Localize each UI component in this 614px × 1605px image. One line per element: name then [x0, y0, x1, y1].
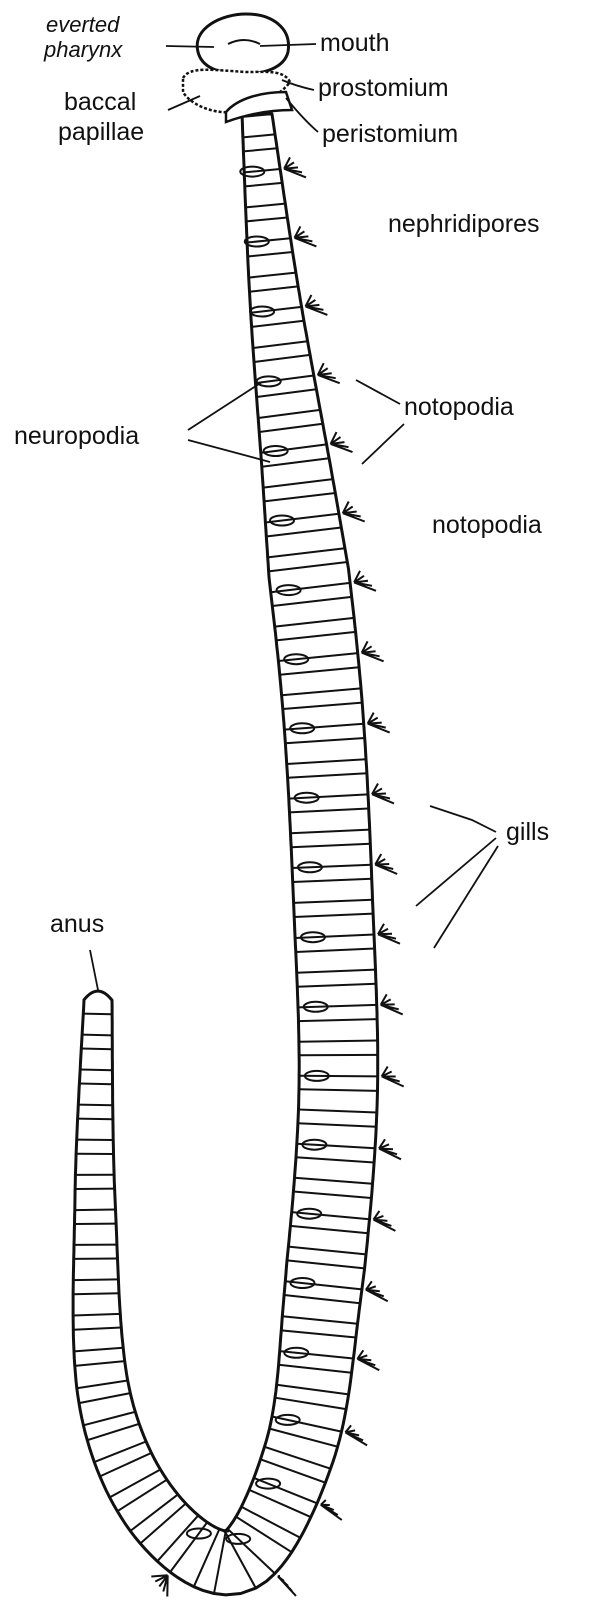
label-notopodia-2: notopodia	[432, 511, 542, 539]
segment-ring	[75, 1210, 116, 1211]
label-gills: gills	[506, 818, 549, 846]
gill-tuft	[382, 1067, 404, 1087]
gill-tuft	[306, 295, 328, 315]
segment-ring	[299, 1076, 378, 1077]
gill-tuft	[375, 854, 397, 874]
gill-tuft	[321, 1500, 342, 1520]
label-baccal: baccal	[64, 88, 136, 116]
gill-tuft	[366, 1281, 388, 1301]
segment-ring	[79, 1084, 112, 1085]
worm-body	[73, 114, 378, 1595]
label-nephridipores: nephridipores	[388, 210, 540, 238]
label-anus: anus	[50, 910, 104, 938]
leader-gills-2	[416, 838, 496, 906]
leader-gills-1	[430, 806, 496, 832]
label-peristomium: peristomium	[322, 120, 458, 148]
segment-ring	[80, 1070, 112, 1071]
leader-peristomium	[286, 98, 318, 132]
segment-ring	[82, 1035, 112, 1036]
gill-tuft	[381, 994, 403, 1014]
gill-tuft	[374, 1211, 396, 1231]
gill-tuft	[378, 924, 400, 944]
worm-head	[183, 14, 292, 122]
leader-gills-3	[434, 846, 498, 948]
label-pharynx: pharynx	[43, 37, 123, 62]
gill-tuft	[331, 432, 353, 452]
gill-tuft	[379, 1139, 401, 1159]
gill-tuft	[284, 157, 306, 177]
segment-ring	[78, 1105, 112, 1106]
label-papillae: papillae	[58, 118, 144, 146]
gill-tuft	[357, 1350, 379, 1370]
gill-tuft	[278, 1576, 296, 1596]
segment-ring	[73, 1293, 119, 1294]
gill-tuft	[295, 226, 317, 246]
label-mouth: mouth	[320, 29, 389, 57]
gill-tuft	[354, 571, 376, 591]
leader-everted-pharynx	[166, 46, 214, 47]
gill-tuft	[318, 363, 340, 383]
leader-neuropodia-upper	[188, 382, 262, 430]
body-outline	[73, 114, 378, 1595]
gill-tuft	[368, 713, 390, 733]
label-notopodia-1: notopodia	[404, 393, 514, 421]
segment-ring	[81, 1049, 112, 1050]
gill-tuft	[362, 641, 384, 661]
gill-tuft	[372, 784, 394, 804]
leader-notopodia-upper	[356, 380, 400, 404]
label-neuropodia: neuropodia	[14, 422, 139, 450]
leader-anus	[90, 950, 98, 990]
leader-neuropodia-lower	[188, 440, 270, 462]
gill-tuft	[345, 1425, 367, 1445]
segment-ring	[83, 1014, 112, 1015]
label-everted: everted	[46, 12, 120, 37]
segment-ring	[78, 1119, 113, 1120]
gill-tuft	[151, 1575, 167, 1596]
leader-notopodia-lower	[362, 424, 404, 464]
gill-tuft	[343, 502, 365, 522]
label-prostomium: prostomium	[318, 74, 449, 102]
segment-ring	[299, 1041, 378, 1042]
everted-pharynx-shape	[197, 14, 288, 74]
segment-ring	[73, 1279, 118, 1280]
